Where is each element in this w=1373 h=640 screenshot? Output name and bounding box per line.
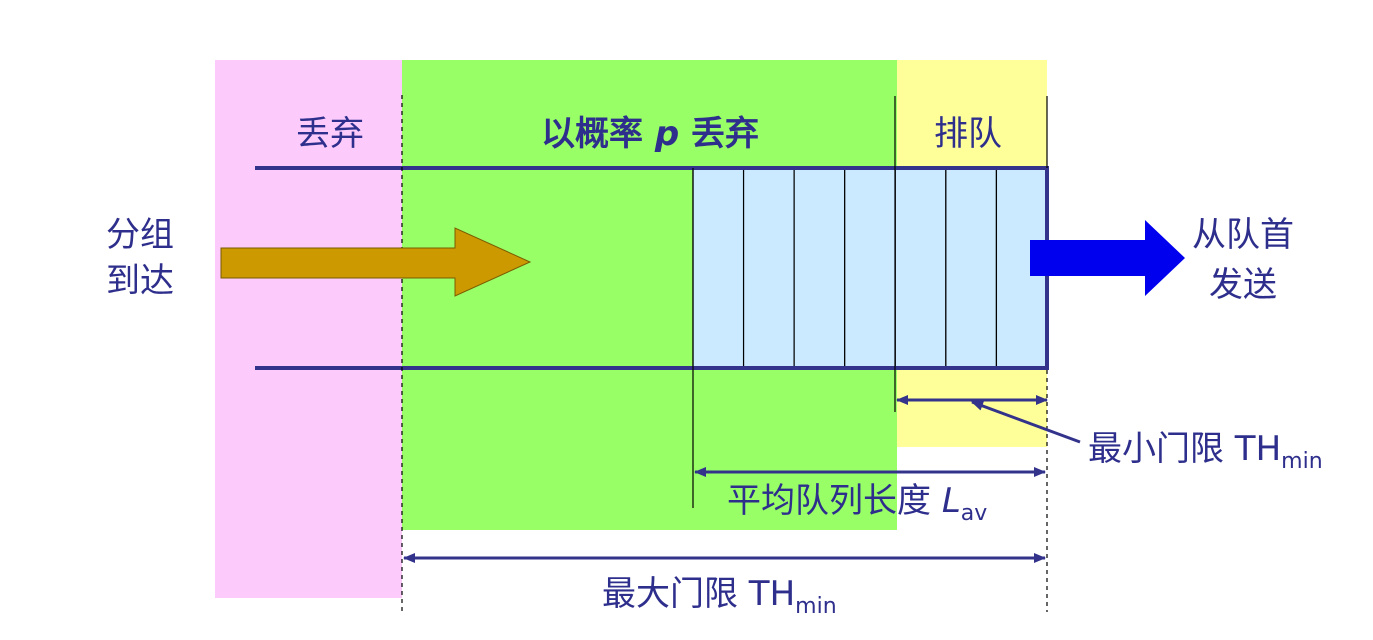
arrival-label-line2: 到达	[106, 261, 174, 301]
queue-cell	[894, 167, 947, 369]
discard-label: 丢弃	[296, 114, 364, 154]
avg-length-label: 平均队列长度 Lav	[727, 481, 987, 526]
send-arrow	[1030, 220, 1185, 296]
queue-cell	[945, 167, 998, 369]
queue-cell	[793, 167, 846, 369]
max-threshold-label: 最大门限 THmin	[602, 574, 837, 619]
queue-label: 排队	[934, 114, 1002, 154]
queue-cells	[692, 167, 1048, 369]
send-label-line1: 从队首	[1192, 215, 1294, 255]
discard-zone	[215, 60, 402, 598]
arrival-arrow	[220, 227, 532, 297]
arrival-label-line1: 分组	[106, 215, 174, 255]
min-threshold-pointer	[971, 400, 1081, 444]
send-label-line2: 发送	[1209, 265, 1277, 305]
probability-symbol: p	[654, 114, 679, 154]
probabilistic-discard-label: 以概率 p 丢弃	[541, 114, 759, 154]
queue-cell	[692, 167, 745, 369]
queue-cell	[742, 167, 795, 369]
queue-cell	[844, 167, 896, 369]
min-threshold-label: 最小门限 THmin	[1088, 429, 1323, 474]
